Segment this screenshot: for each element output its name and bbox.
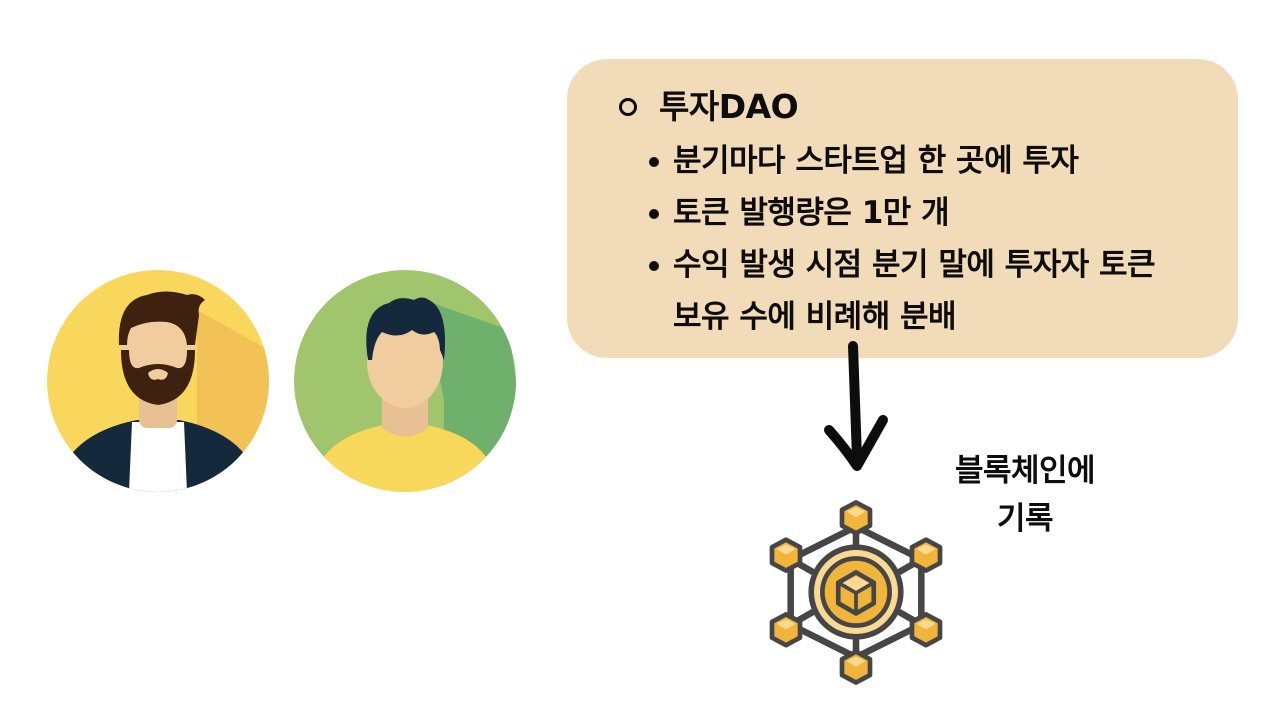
- callout-bullet-list: 분기마다 스타트업 한 곳에 투자 토큰 발행량은 1만 개 수익 발생 시점 …: [615, 135, 1208, 343]
- callout-title-row: 투자DAO: [615, 85, 1208, 129]
- bullet-icon: [649, 209, 659, 219]
- bullet-icon: [649, 261, 659, 271]
- avatar-young-man: [294, 270, 516, 492]
- callout-title: 투자DAO: [659, 87, 799, 126]
- blockchain-network-icon: [769, 500, 943, 685]
- bullet-icon: [649, 157, 659, 167]
- list-item: 수익 발생 시점 분기 말에 투자자 토큰 보유 수에 비례해 분배: [647, 239, 1193, 343]
- circle-bullet-icon: [619, 98, 637, 116]
- list-item: 토큰 발행량은 1만 개: [647, 187, 1208, 239]
- blockchain-record-label: 블록체인에 기록: [954, 453, 1096, 537]
- avatar-bearded-man: [47, 270, 269, 492]
- down-arrow-icon: [824, 341, 888, 471]
- list-item: 분기마다 스타트업 한 곳에 투자: [647, 135, 1208, 187]
- person-icon: [294, 270, 516, 492]
- dao-description-callout: 투자DAO 분기마다 스타트업 한 곳에 투자 토큰 발행량은 1만 개 수익 …: [567, 59, 1238, 358]
- person-icon: [47, 270, 269, 492]
